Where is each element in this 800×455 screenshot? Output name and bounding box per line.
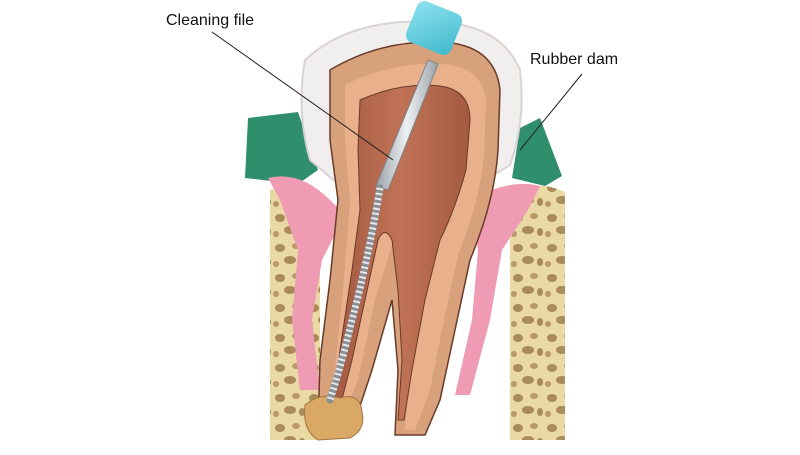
jaw-bone-right [510,185,565,440]
rubber-dam-frame-right [512,118,562,186]
file-blade [326,184,384,404]
rubber-dam-label: Rubber dam [530,51,619,68]
file-handle [405,1,463,55]
gum-left [268,176,345,390]
pulp-chamber [332,84,471,421]
leader-line-cleaning-file [211,31,394,161]
leader-line-rubber-dam [519,73,583,151]
rubber-dam-frame [245,112,318,184]
cleaning-file-label: Cleaning file [166,12,255,29]
file-shaft [375,59,439,191]
root-tip-abscess [304,395,364,441]
